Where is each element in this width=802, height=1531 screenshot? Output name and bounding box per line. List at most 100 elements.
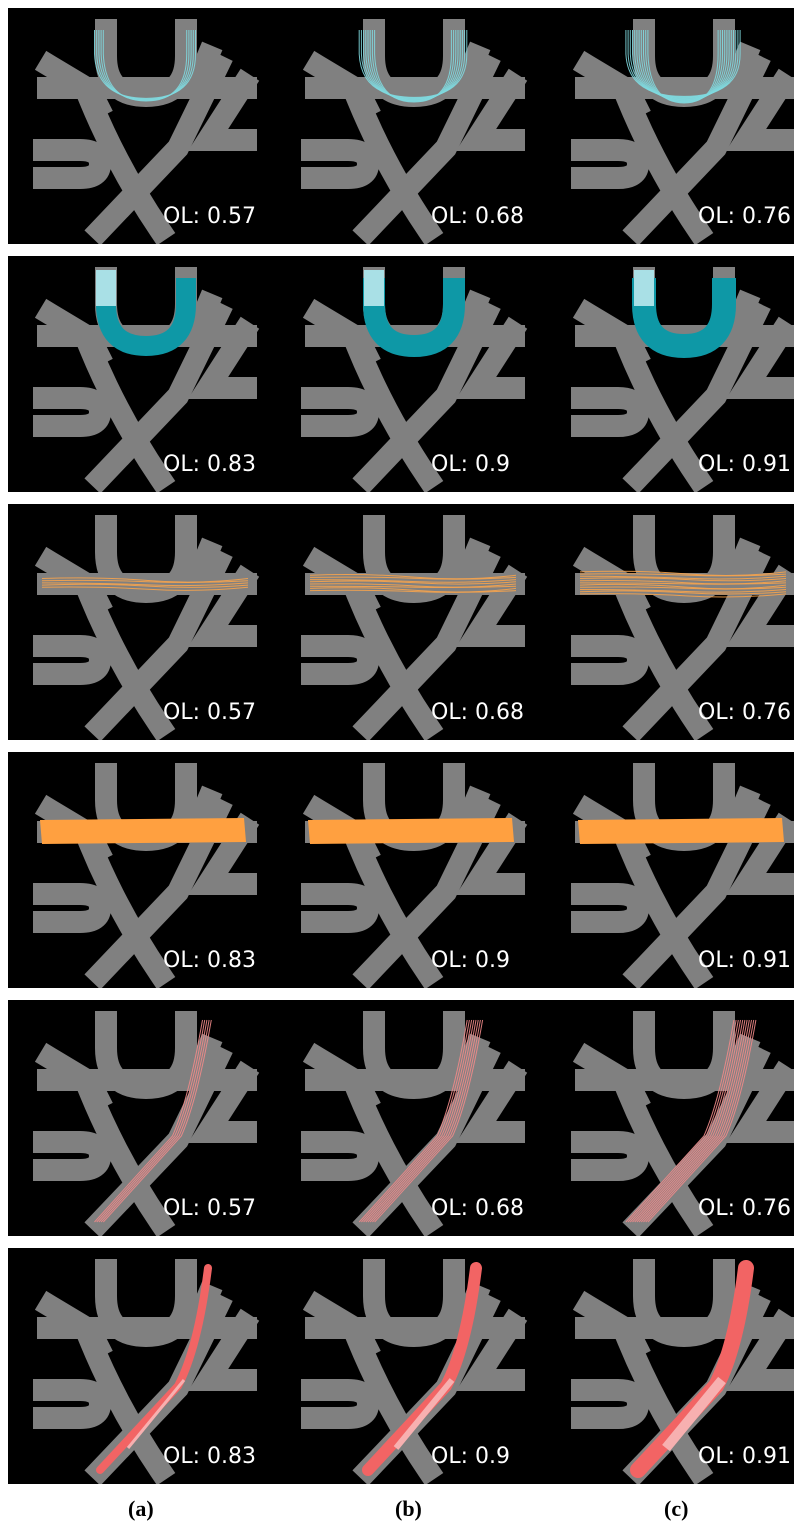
streamline [627,30,739,98]
phantom-cell [301,1011,528,1236]
streamline [367,30,459,101]
right-diagonal-tract [352,547,501,740]
small-u-tract [301,1379,380,1429]
left-arc-tract [613,829,714,988]
bundle-volume [632,278,736,359]
overlap-label: OL: 0.68 [431,1196,524,1221]
overlap-label: OL: 0.76 [698,1196,791,1221]
right-upper-tract [451,41,491,95]
phantom-cell [571,763,794,988]
streamline [579,570,787,576]
row-canvas [33,1011,794,1236]
small-u-tract [33,1131,112,1181]
right-diagonal-tract [622,51,771,244]
left-arc-tract [75,85,176,244]
small-u-tract [33,883,112,933]
streamline [643,30,723,103]
small-u-tract [33,139,112,189]
streamline [579,575,787,580]
caption-b: (b) [395,1496,422,1521]
z-tract [187,1308,260,1391]
left-arc-tract [343,581,444,740]
right-upper-tract [721,289,761,343]
z-tract [725,812,794,895]
right-upper-tract [183,41,223,95]
small-u-tract [571,883,650,933]
small-u-tract [571,139,650,189]
left-arc-tract [75,1077,176,1236]
streamline [632,30,734,99]
streamline [634,30,732,100]
z-tract [725,1060,794,1143]
streamline [634,1019,744,1223]
z-tract [455,812,528,895]
streamline [98,1019,208,1223]
streamline [98,30,192,101]
streamline [100,30,190,101]
streamline [365,1019,475,1223]
z-tract [187,316,260,399]
streamline [638,30,728,101]
streamline [579,590,787,595]
streamline [579,573,787,577]
streamline [363,30,463,100]
left-arc-tract [613,1077,714,1236]
z-tract [187,68,260,151]
streamline [360,30,466,99]
streamline [636,1019,746,1223]
phantom-cell [33,267,260,492]
phantom-cell [33,1011,260,1236]
right-upper-tract [721,41,761,95]
figure-row: OL: 0.57 OL: 0.68 OL: 0.76 [8,1000,794,1236]
bundle-core [662,1376,726,1452]
streamline [579,579,787,585]
streamline [41,583,249,588]
streamline [309,587,517,593]
phantom-cell [571,1259,794,1484]
streamline [369,1019,479,1223]
streamline [309,589,517,593]
small-u-tract [33,635,112,685]
streamline [309,579,517,583]
overlap-label: OL: 0.57 [163,204,256,229]
streamline [94,1019,203,1223]
small-u-tract [571,387,650,437]
right-upper-tract [721,537,761,591]
right-upper-tract [451,289,491,343]
streamline [363,1019,473,1223]
z-tract [725,316,794,399]
phantom-cell [571,267,794,492]
streamline [629,30,737,99]
small-u-tract [571,1131,650,1181]
bundle-endpoint [96,270,116,306]
left-arc-tract [343,85,444,244]
streamline [41,579,249,583]
left-arc-tract [613,1325,714,1484]
small-u-tract [33,387,112,437]
streamline [638,1019,748,1223]
small-u-tract [301,883,380,933]
overlap-label: OL: 0.9 [431,1444,510,1469]
streamline [309,580,517,585]
left-arc-tract [613,581,714,740]
overlap-label: OL: 0.57 [163,1196,256,1221]
small-u-tract [301,1131,380,1181]
left-arc-tract [613,85,714,244]
streamline [647,1019,757,1223]
streamline [645,1019,755,1223]
overlap-label: OL: 0.83 [163,948,256,973]
z-tract [187,1060,260,1143]
z-tract [187,564,260,647]
small-u-tract [301,635,380,685]
right-diagonal-tract [622,299,771,492]
left-arc-tract [75,1325,176,1484]
right-diagonal-tract [84,299,233,492]
streamline [41,577,249,583]
bundle-volume [96,1264,212,1474]
phantom-cell [33,19,260,244]
bundle-volume [308,818,514,844]
streamline [96,1019,206,1223]
phantom-cell [571,1011,794,1236]
left-arc-tract [75,829,176,988]
